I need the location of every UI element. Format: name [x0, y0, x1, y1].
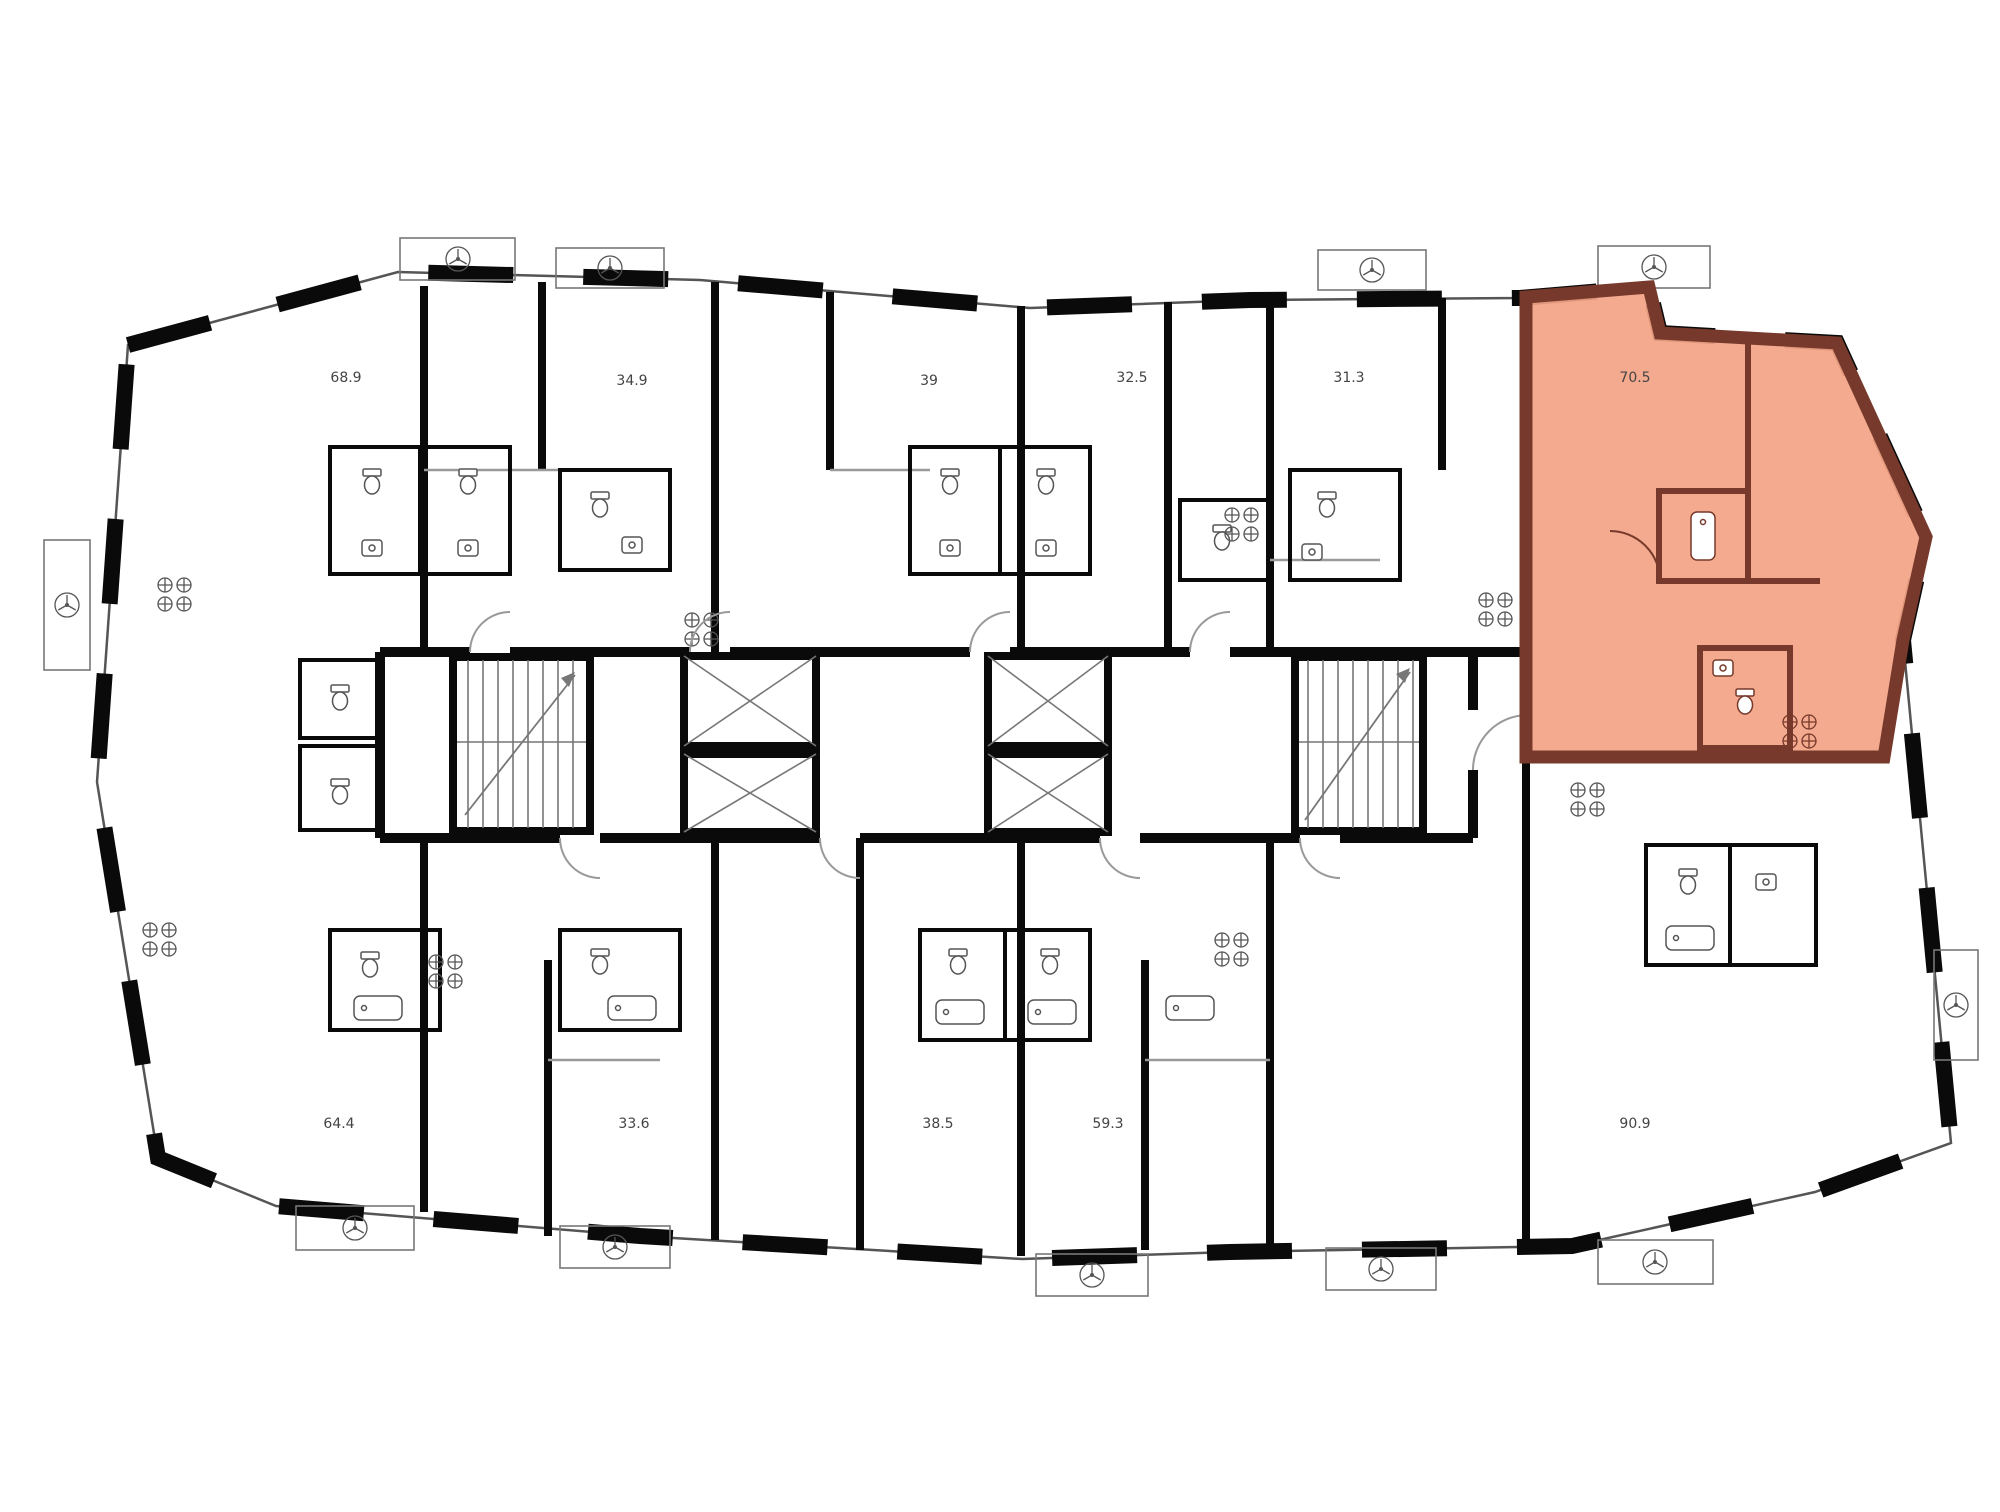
elevator-icon — [680, 750, 820, 836]
balcony — [399, 237, 516, 281]
apartment-dividers — [420, 282, 1530, 1256]
apartment-region-59-3[interactable] — [1026, 842, 1266, 1246]
apartment-region-64-4[interactable] — [232, 842, 422, 1202]
elevator-bank-right — [984, 652, 1112, 836]
staircase-left — [449, 653, 594, 835]
apartment-region-33-6[interactable] — [430, 842, 710, 1232]
apartment-area-label: 38.5 — [922, 1116, 953, 1132]
apartment-area-label: 64.4 — [323, 1116, 354, 1132]
stairs-icon — [449, 653, 594, 835]
sink-icon — [1712, 659, 1734, 677]
elevator-icon — [984, 652, 1112, 750]
door-arc — [1609, 530, 1661, 582]
balcony — [1933, 949, 1979, 1061]
highlighted-apartment-70-5 — [1519, 280, 1933, 764]
apartment-area-label: 34.9 — [616, 373, 647, 389]
apartment-region-34-9[interactable] — [430, 286, 710, 646]
toilet-icon — [330, 778, 350, 805]
apartment-region-68-9[interactable] — [232, 286, 422, 646]
balcony — [1035, 1253, 1149, 1297]
balconies — [43, 237, 1979, 1297]
apartment-region-32-5[interactable] — [1026, 306, 1266, 648]
bathrooms-top — [157, 445, 1513, 647]
apartment-area-label: 31.3 — [1333, 370, 1364, 386]
apartment-area-label: 68.9 — [330, 370, 361, 386]
balcony — [295, 1205, 415, 1251]
elevator-icon — [984, 750, 1112, 836]
apartment-area-label: 70.5 — [1619, 370, 1650, 386]
apartment-region-31-3[interactable] — [1274, 300, 1522, 650]
apartment-region-90-9[interactable] — [1530, 762, 1930, 1232]
apartment-area-label: 39 — [920, 373, 938, 389]
apartment-region-39[interactable] — [720, 292, 1016, 648]
apartment-area-label: 59.3 — [1092, 1116, 1123, 1132]
wc-rooms-left — [298, 658, 382, 832]
balcony — [559, 1225, 671, 1269]
stairs-icon — [1291, 653, 1427, 835]
toilet-icon — [1735, 688, 1755, 715]
doors — [469, 611, 1529, 879]
balcony — [43, 539, 91, 671]
area-labels: 68.9 34.9 39 32.5 31.3 70.5 64.4 33.6 38… — [323, 370, 1650, 1132]
balcony — [555, 247, 665, 289]
staircase-right — [1291, 653, 1427, 835]
bathtub-icon — [1690, 511, 1716, 561]
apartment-region-38-5[interactable] — [866, 842, 1016, 1246]
bathrooms-bottom — [142, 782, 1818, 1042]
elevator-icon — [680, 652, 820, 750]
apartment-area-label: 33.6 — [618, 1116, 649, 1132]
balcony — [1597, 1239, 1714, 1285]
apartment-region-70-5[interactable] — [1519, 280, 1933, 764]
apartment-area-label: 90.9 — [1619, 1116, 1650, 1132]
toilet-icon — [330, 684, 350, 711]
apartment-area-label: 32.5 — [1116, 370, 1147, 386]
balcony — [1317, 249, 1427, 291]
balcony — [1325, 1247, 1437, 1291]
elevator-bank-left — [680, 652, 820, 836]
